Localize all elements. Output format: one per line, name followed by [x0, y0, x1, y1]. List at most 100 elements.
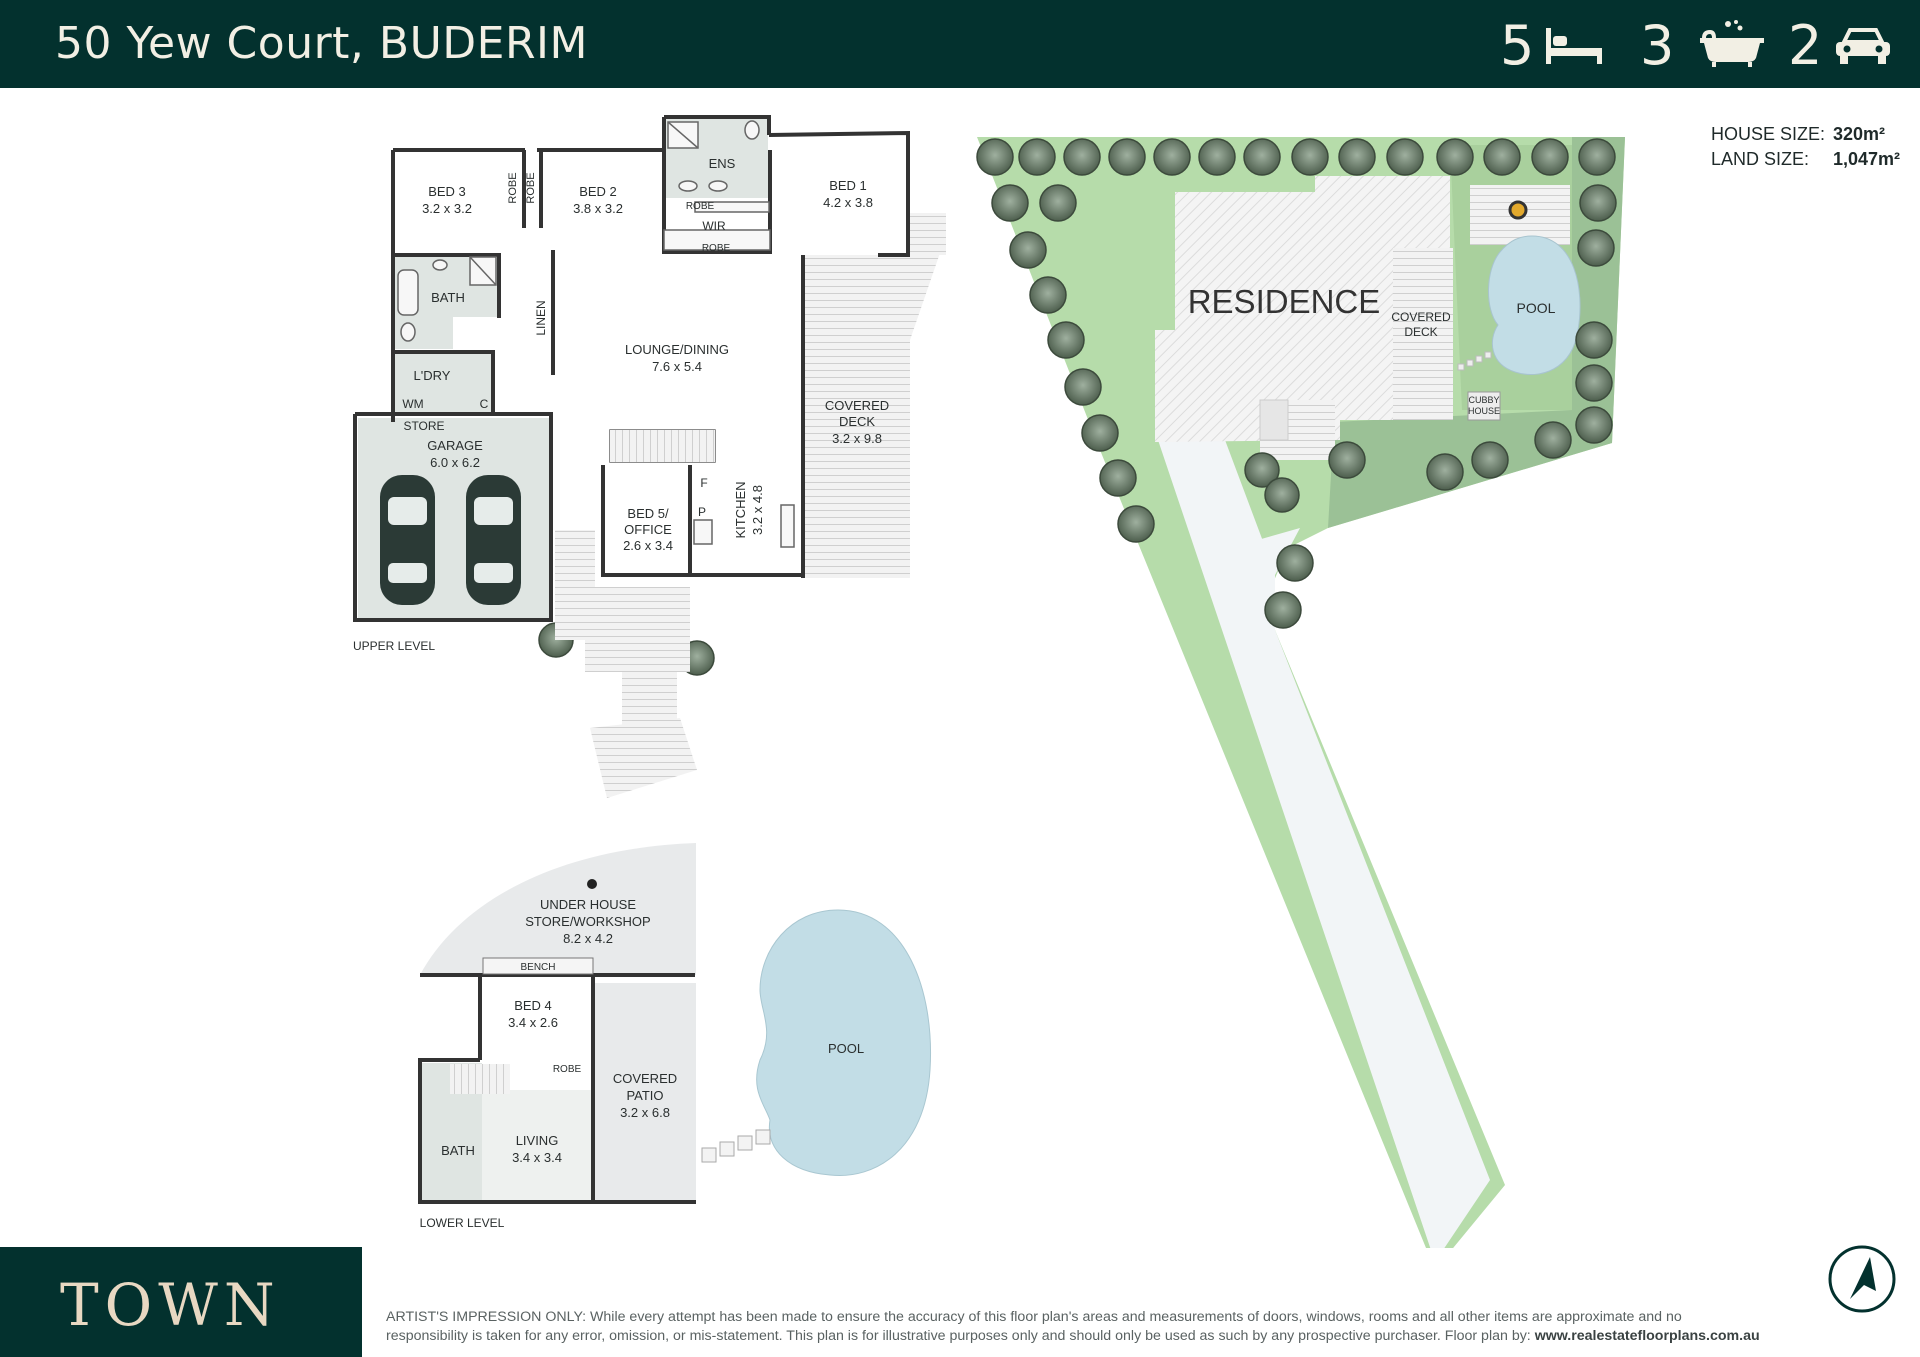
kitchen-dims: 3.2 x 4.8: [750, 485, 765, 535]
light-point-icon: [587, 879, 597, 889]
tree-icon: [1534, 421, 1572, 459]
site-covered-deck: [1393, 248, 1453, 420]
tree-icon: [1108, 138, 1146, 176]
tree-icon: [976, 138, 1014, 176]
under-house-store-floor: [420, 843, 696, 975]
tree-icon: [1063, 138, 1101, 176]
tree-icon: [1153, 138, 1191, 176]
tree-icon: [1039, 184, 1077, 222]
tree-icon: [991, 184, 1029, 222]
bathtub-icon: [1700, 20, 1764, 67]
covered-patio-floor: [594, 983, 696, 1202]
site-residence-label: RESIDENCE: [1188, 283, 1381, 320]
bed3-label: BED 3: [428, 184, 466, 199]
lounge-label: LOUNGE/DINING: [625, 342, 729, 357]
tree-icon: [1436, 138, 1474, 176]
bed2-dims: 3.8 x 3.2: [573, 201, 623, 216]
tree-icon: [1264, 477, 1300, 513]
robe-d-label: ROBE: [702, 243, 731, 254]
site-trees: [538, 138, 1617, 676]
lower-stairs: [450, 1064, 510, 1094]
lower-pool: [756, 909, 932, 1177]
tree-icon: [1579, 184, 1617, 222]
header-bar: 50 Yew Court, BUDERIM 5 3 2: [0, 0, 1920, 88]
patio-dims: 3.2 x 6.8: [620, 1105, 670, 1120]
house-size-value: 320m²: [1833, 124, 1886, 144]
lower-level-label: LOWER LEVEL: [420, 1216, 505, 1230]
tree-icon: [1029, 276, 1067, 314]
site-covered-deck-label-2: DECK: [1404, 325, 1437, 339]
lower-robe-label: ROBE: [553, 1064, 582, 1075]
lounge-dims: 7.6 x 5.4: [652, 359, 702, 374]
site-lawn: [977, 137, 1625, 1248]
upper-labels: BED 3 3.2 x 3.2 ROBE ROBE BED 2 3.8 x 3.…: [353, 156, 889, 653]
site-pool-label: POOL: [1517, 300, 1556, 316]
lower-walls: [418, 973, 696, 1204]
lower-bath-label: BATH: [441, 1143, 475, 1158]
residence-footprint: [1155, 176, 1450, 442]
robe-c-label: ROBE: [686, 201, 715, 212]
patio-label-2: PATIO: [626, 1088, 663, 1103]
bed5-label-1: BED 5/: [627, 506, 669, 521]
front-path-steps: [590, 718, 697, 798]
lower-labels: UNDER HOUSE STORE/WORKSHOP 8.2 x 4.2 BEN…: [420, 897, 864, 1230]
pool-stepping-stones: [701, 1129, 771, 1163]
living-floor: [482, 1090, 592, 1200]
tree-icon: [1575, 321, 1613, 359]
garage-dims: 6.0 x 6.2: [430, 455, 480, 470]
disclaimer: ARTIST'S IMPRESSION ONLY: While every at…: [386, 1308, 1866, 1346]
site-pool: [1488, 235, 1581, 376]
bed1-label: BED 1: [829, 178, 867, 193]
tree-icon: [1244, 452, 1280, 488]
robe-b-label: ROBE: [525, 172, 537, 203]
tree-icon: [1117, 505, 1155, 543]
under-house-label-2: STORE/WORKSHOP: [525, 914, 650, 929]
lower-level-plan: UNDER HOUSE STORE/WORKSHOP 8.2 x 4.2 BEN…: [418, 843, 932, 1230]
pantry-label: P: [698, 505, 706, 519]
garage-cars: [380, 475, 521, 605]
covered-deck-dims: 3.2 x 9.8: [832, 431, 882, 446]
covered-deck-label-2: DECK: [839, 414, 875, 429]
living-label: LIVING: [516, 1133, 559, 1148]
under-house-dims: 8.2 x 4.2: [563, 931, 613, 946]
upper-covered-deck: [803, 253, 940, 578]
stepping-stones: [1457, 351, 1492, 371]
floorplan-credit-link[interactable]: www.realestatefloorplans.com.au: [1534, 1328, 1760, 1344]
land-size-label: LAND SIZE:: [1711, 149, 1810, 169]
deck-steps: [910, 213, 946, 255]
cubby-label-2: HOUSE: [1468, 406, 1500, 416]
bed3-dims: 3.2 x 3.2: [422, 201, 472, 216]
tree-icon: [1047, 321, 1085, 359]
tree-icon: [1577, 229, 1615, 267]
site-covered-deck-label-1: COVERED: [1391, 310, 1451, 324]
ens-label: ENS: [709, 156, 736, 171]
patio-label-1: COVERED: [613, 1071, 677, 1086]
site-driveway: [1158, 440, 1490, 1248]
bed2-label: BED 2: [579, 184, 617, 199]
tree-icon: [1243, 138, 1281, 176]
bed4-dims: 3.4 x 2.6: [508, 1015, 558, 1030]
bathroom-count: 3: [1640, 14, 1675, 77]
tree-icon: [1575, 406, 1613, 444]
agency-logo: TOWN: [60, 1271, 281, 1339]
tree-icon: [1018, 138, 1056, 176]
tree-icon: [1386, 138, 1424, 176]
tree-icon: [1471, 441, 1509, 479]
land-size-value: 1,047m²: [1833, 149, 1901, 169]
tree-icon: [1291, 138, 1329, 176]
upper-level-plan: BED 3 3.2 x 3.2 ROBE ROBE BED 2 3.8 x 3.…: [353, 115, 946, 798]
robe-a-label: ROBE: [507, 172, 519, 203]
tree-icon: [1578, 138, 1616, 176]
covered-deck-label-1: COVERED: [825, 398, 889, 413]
tree-icon: [1276, 544, 1314, 582]
lower-pool-label: POOL: [828, 1041, 864, 1056]
fridge-label: F: [700, 476, 707, 490]
wir-label: WIR: [702, 219, 726, 233]
kitchen-label: KITCHEN: [733, 481, 748, 538]
upper-walls: [353, 115, 910, 622]
site-entry-steps: [1259, 399, 1289, 441]
tree-icon: [1264, 591, 1302, 629]
bed5-dims: 2.6 x 3.4: [623, 538, 673, 553]
tree-icon: [1338, 138, 1376, 176]
tree-icon: [1328, 441, 1366, 479]
